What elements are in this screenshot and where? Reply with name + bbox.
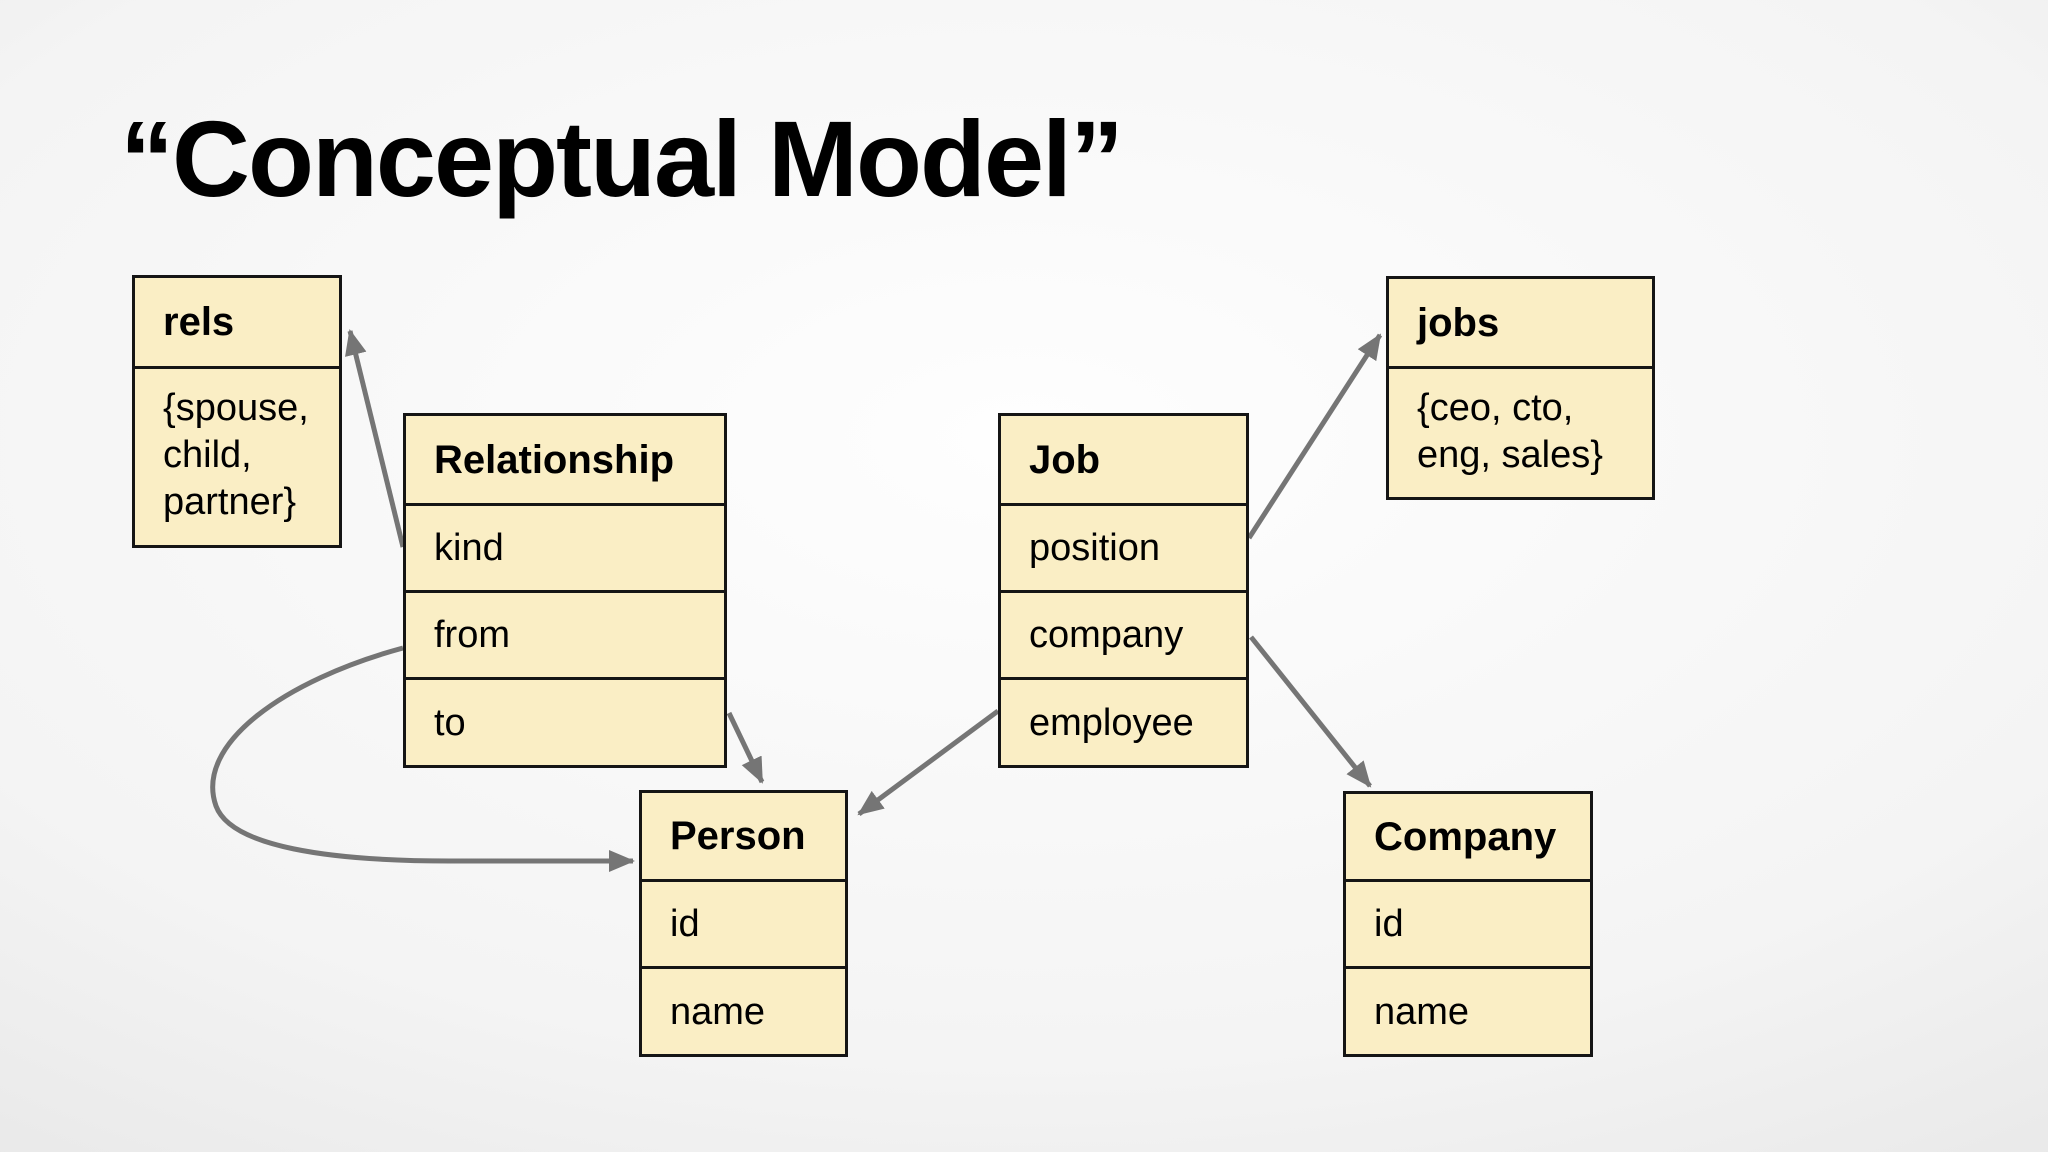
entity-rels-body-line: child, — [163, 434, 252, 476]
entity-person: Person id name — [639, 790, 848, 1057]
arrow-relationship-kind-to-rels — [345, 329, 406, 548]
attribute-row-id: id — [642, 879, 845, 966]
entity-rels-body: {spouse, child, partner} — [135, 366, 339, 545]
attribute-row-id: id — [1346, 879, 1590, 966]
slide-title: “Conceptual Model” — [120, 98, 1124, 219]
attribute-row-kind: kind — [406, 503, 724, 590]
entity-relationship: Relationship kind from to — [403, 413, 727, 768]
arrow-relationship-to-to-person — [726, 711, 765, 784]
entity-rels: rels {spouse, child, partner} — [132, 275, 342, 548]
entity-rels-body-line: partner} — [163, 481, 297, 523]
attribute-row-name: name — [1346, 966, 1590, 1054]
entity-jobs-body: {ceo, cto, eng, sales} — [1389, 366, 1652, 497]
arrow-job-employee-to-person — [857, 708, 1000, 817]
entity-job: Job position company employee — [998, 413, 1249, 768]
entity-rels-body-line: {spouse, — [163, 387, 309, 429]
arrow-job-company-to-company — [1249, 635, 1372, 788]
attribute-row-from: from — [406, 590, 724, 677]
entity-rels-title: rels — [163, 300, 235, 344]
attribute-row-company: company — [1001, 590, 1246, 677]
entity-company-title: Company — [1374, 814, 1557, 859]
entity-jobs-body-line: {ceo, cto, — [1417, 387, 1574, 429]
entity-jobs-title: jobs — [1417, 300, 1500, 345]
entity-jobs: jobs {ceo, cto, eng, sales} — [1386, 276, 1655, 500]
entity-job-title: Job — [1029, 437, 1101, 482]
entity-relationship-title: Relationship — [434, 437, 675, 482]
attribute-row-to: to — [406, 677, 724, 765]
attribute-row-name: name — [642, 966, 845, 1054]
entity-company: Company id name — [1343, 791, 1593, 1057]
entity-person-title: Person — [670, 814, 806, 858]
entity-jobs-body-line: eng, sales} — [1417, 434, 1603, 476]
attribute-row-position: position — [1001, 503, 1246, 590]
attribute-row-employee: employee — [1001, 677, 1246, 765]
arrow-job-position-to-jobs — [1246, 333, 1383, 540]
